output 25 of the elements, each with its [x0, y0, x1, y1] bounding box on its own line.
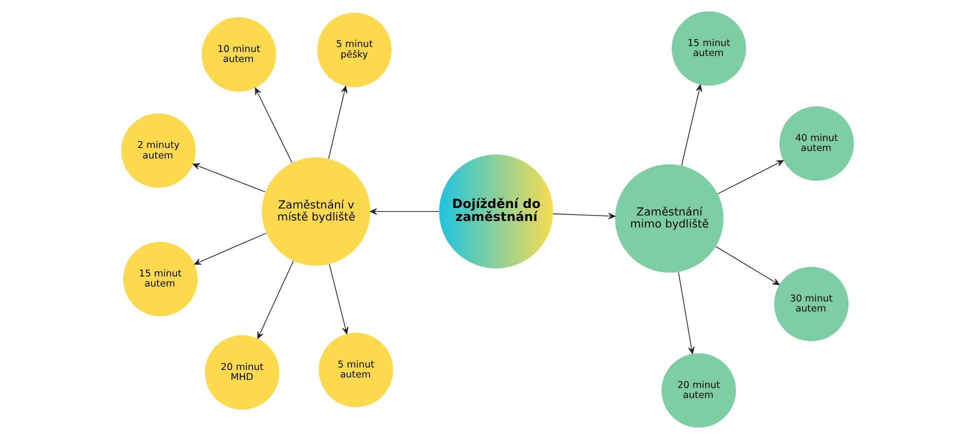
- arrow: [369, 208, 439, 215]
- node-circle: 30 minut autem: [774, 266, 848, 342]
- arrow: [552, 212, 615, 220]
- arrow: [192, 163, 266, 192]
- arrow: [194, 232, 266, 265]
- node-circle: 15 minut autem: [671, 11, 746, 86]
- node-circle: 15 minut autem: [122, 242, 197, 316]
- arrow: [716, 160, 784, 194]
- node-circle: 20 minut autem: [661, 353, 736, 428]
- arrow: [328, 86, 347, 160]
- node-circle: Zaměstnání mimo bydliště: [614, 164, 723, 273]
- node-circle: 2 minuty autem: [120, 113, 196, 188]
- node-circle: 20 minut MHD: [204, 335, 279, 410]
- node-circle: 5 minut autem: [318, 332, 393, 408]
- arrow: [256, 260, 294, 339]
- node-circle: 10 minut autem: [201, 17, 276, 92]
- node-circle: 40 minut autem: [778, 106, 854, 181]
- node-circle: 5 minut pěšky: [316, 12, 392, 88]
- arrow: [328, 264, 348, 334]
- arrow: [680, 84, 702, 166]
- arrow: [678, 272, 694, 354]
- node-circle: Dojíždění do zaměstnání: [438, 154, 553, 269]
- arrow: [254, 88, 292, 164]
- node-circle: Zaměstnání v místě bydliště: [261, 157, 370, 266]
- arrow: [714, 246, 780, 286]
